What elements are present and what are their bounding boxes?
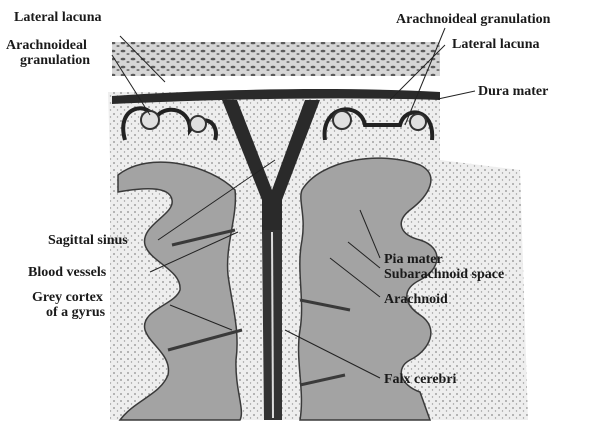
skull-bone	[112, 42, 440, 76]
label-arachnoideal-granulation-left-line2: granulation	[20, 53, 90, 68]
label-subarachnoid-space: Subarachnoid space	[384, 267, 504, 282]
label-arachnoideal-granulation-left-line1: Arachnoideal	[6, 38, 87, 53]
label-arachnoideal-granulation-right: Arachnoideal granulation	[396, 12, 550, 27]
label-lateral-lacuna-right: Lateral lacuna	[452, 37, 540, 52]
label-blood-vessels: Blood vessels	[28, 265, 106, 280]
label-arachnoid: Arachnoid	[384, 292, 448, 307]
label-falx-cerebri: Falx cerebri	[384, 372, 456, 387]
label-grey-cortex-line1: Grey cortex	[32, 290, 103, 305]
label-pia-mater: Pia mater	[384, 252, 443, 267]
falx-highlight	[272, 232, 273, 418]
label-grey-cortex-line2: of a gyrus	[46, 305, 105, 320]
label-dura-mater: Dura mater	[478, 84, 548, 99]
label-sagittal-sinus: Sagittal sinus	[48, 233, 128, 248]
label-lateral-lacuna-left: Lateral lacuna	[14, 10, 102, 25]
